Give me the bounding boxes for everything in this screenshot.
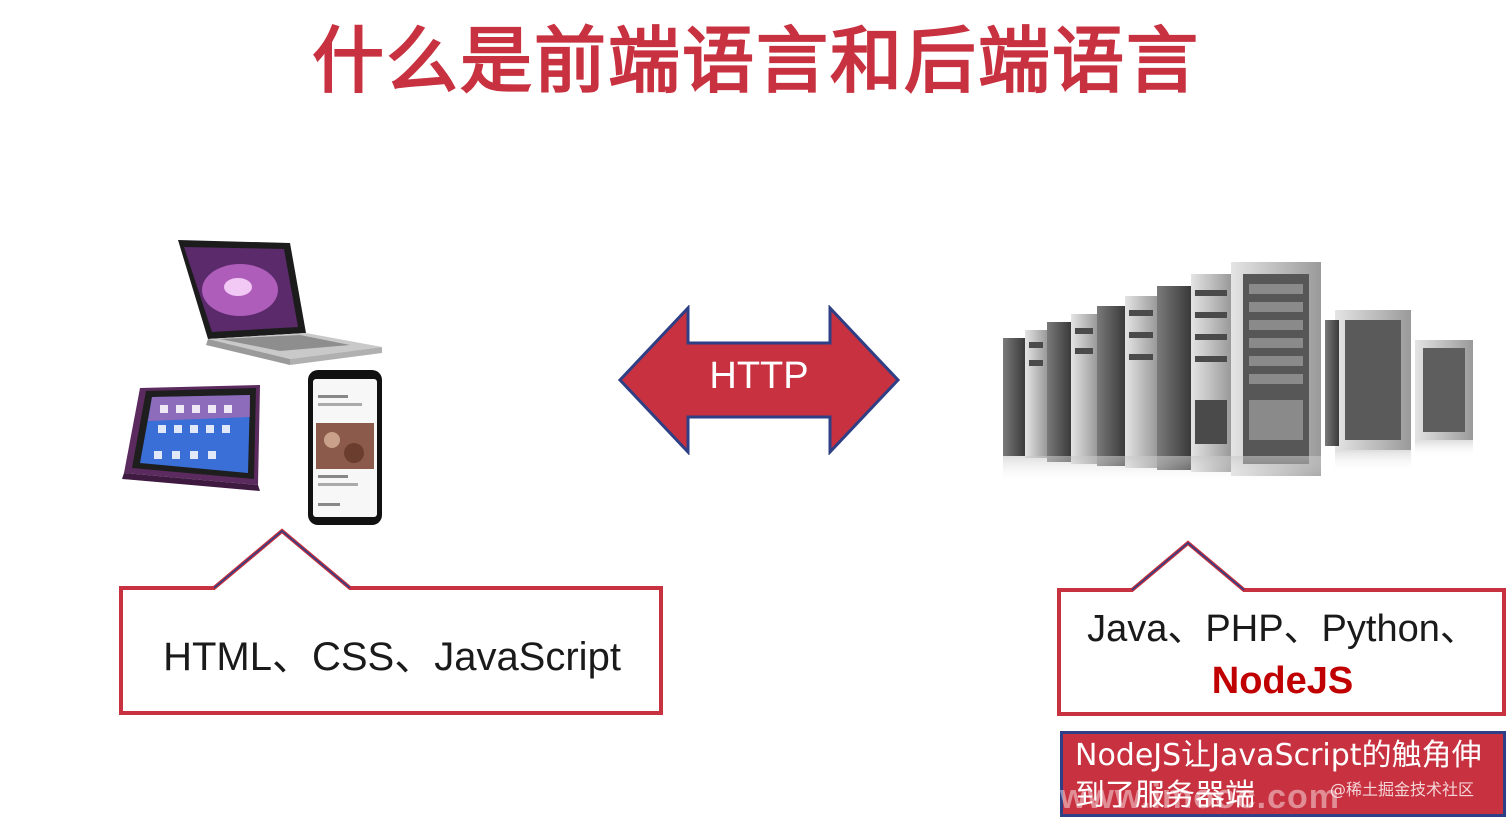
slide-title: 什么是前端语言和后端语言	[311, 19, 1200, 103]
tablet-icon	[122, 385, 260, 491]
watermark-site: www.imooc.com	[1060, 778, 1341, 816]
double-arrow-icon	[618, 305, 900, 455]
nodejs-note: NodeJS让JavaScript的触角伸到了服务器端	[1060, 731, 1506, 817]
laptop-icon	[178, 240, 382, 365]
phone-icon	[308, 370, 382, 525]
watermark-credit: @稀土掘金技术社区	[1330, 780, 1475, 799]
client-devices-icon	[122, 240, 382, 525]
backend-languages-nodejs: NodeJS	[1211, 660, 1354, 702]
backend-languages: Java、PHP、Python、 NodeJS	[1060, 603, 1505, 707]
server-rack-icon	[1003, 262, 1473, 484]
backend-languages-line1: Java、PHP、Python、	[1087, 608, 1478, 650]
frontend-callout	[119, 528, 663, 715]
http-label: HTTP	[709, 355, 809, 397]
frontend-languages: HTML、CSS、JavaScript	[163, 635, 621, 679]
backend-callout	[1057, 540, 1506, 716]
